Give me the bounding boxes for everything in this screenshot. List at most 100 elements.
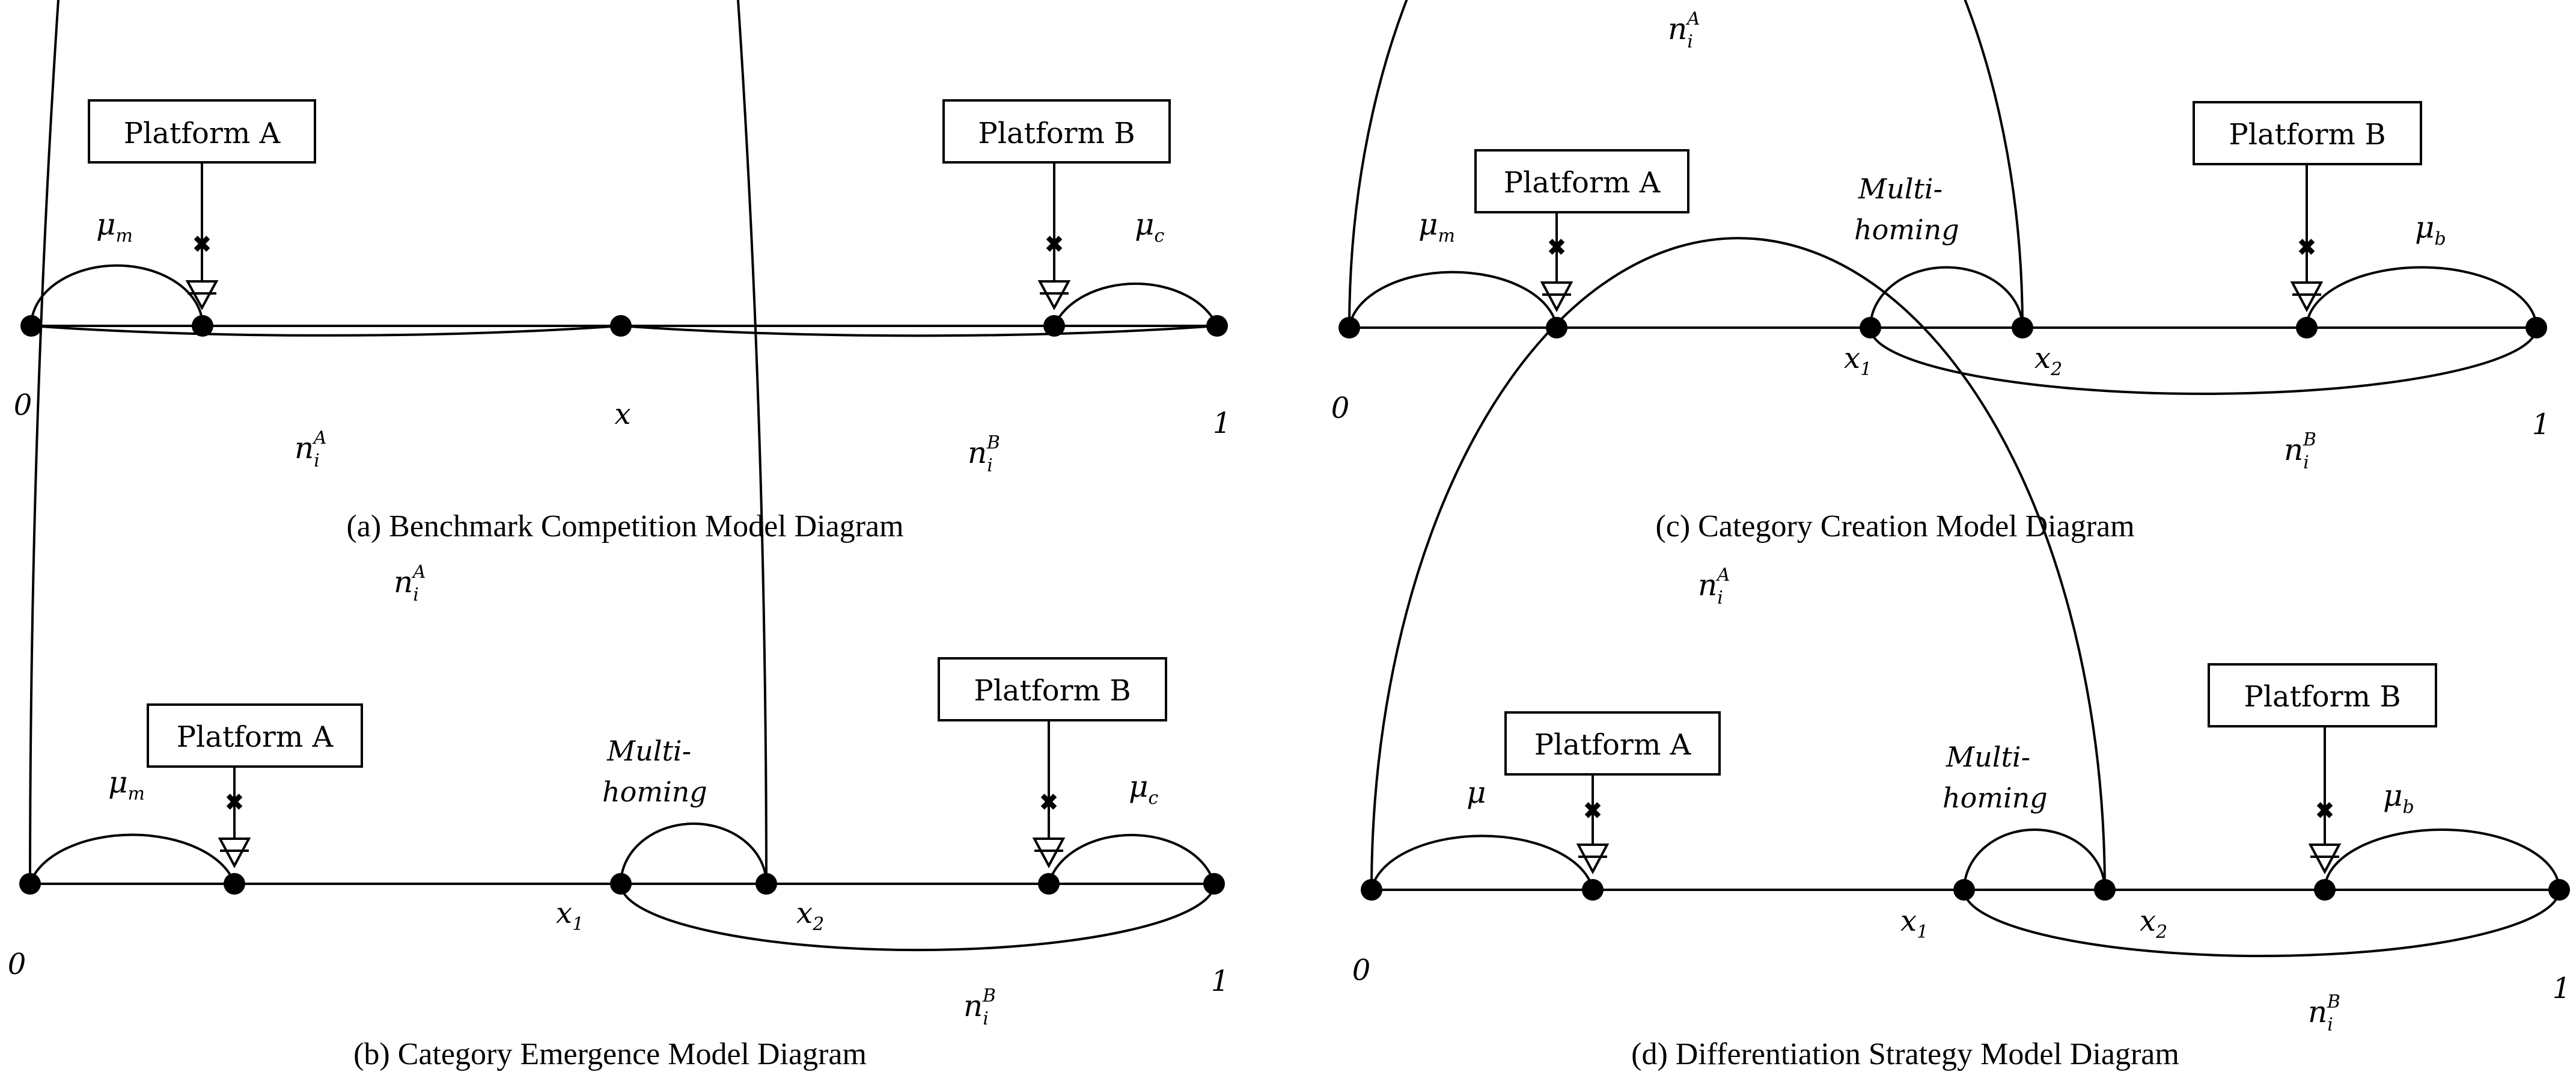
platform-a-label: Platform A [124,117,281,150]
platform-a-label: Platform A [177,720,334,754]
panel-d: Platform A ✖ Platform B ✖ 0 1 x1 x2 Mult… [1352,236,2571,1071]
mu-left-arc [30,264,204,326]
label-one: 1 [1213,406,1232,440]
mu-c-label: μc [1129,769,1159,809]
multihoming-label-line1: Multi- [1946,741,2030,773]
n-i-a-label: niA [1668,8,1700,52]
panel-c: Platform A ✖ Platform B ✖ 0 1 x1 x2 Mult… [1331,0,2551,544]
triangle-marker-icon [2308,844,2342,875]
point-x [610,315,632,337]
point-platform-b [2314,879,2336,901]
n-i-b-label: niB [2308,991,2340,1035]
n-i-b-label: niB [2284,429,2316,473]
point-platform-b [1043,315,1065,337]
n-a-big-arc [1348,0,2024,328]
label-x2: x2 [796,896,824,935]
platform-b-box [2208,663,2437,727]
point-1 [2548,879,2570,901]
point-0 [19,873,41,895]
label-zero: 0 [1352,954,1371,987]
label-one: 1 [2532,408,2551,441]
caption-c: (c) Category Creation Model Diagram [1655,509,2134,544]
platform-a-label: Platform A [1534,728,1692,762]
n-a-arc [31,325,621,337]
multihoming-label-line2: homing [602,776,707,808]
platform-b-label: Platform B [2229,118,2385,152]
label-x1: x1 [1900,904,1928,943]
mu-c-label: μc [1135,207,1165,247]
point-platform-a [1582,879,1604,901]
caption-a: (a) Benchmark Competition Model Diagram [346,509,903,544]
n-b-arc [620,325,1218,337]
cross-mark-icon: ✖ [1546,234,1567,262]
platform-b-label: Platform B [2244,680,2401,714]
cross-mark-icon: ✖ [192,231,212,259]
triangle-marker-icon [2290,281,2324,313]
platform-b-box [942,99,1171,164]
label-x2: x2 [2140,904,2167,943]
multihoming-label-line2: homing [1854,213,1959,246]
platform-b-box [2193,101,2422,165]
label-one: 1 [1211,964,1230,998]
point-0 [1361,879,1382,901]
cross-mark-icon: ✖ [224,789,245,816]
multihoming-arc [1963,828,2106,890]
label-zero: 0 [8,948,26,981]
multihoming-arc [1869,266,2024,328]
platform-b-box [938,657,1167,721]
cross-mark-icon: ✖ [1039,789,1059,816]
mu-label: μ [1467,775,1486,810]
n-i-a-label: niA [394,562,426,605]
cross-mark-icon: ✖ [1044,231,1064,259]
cross-mark-icon: ✖ [2315,797,2335,825]
n-a-big-arc [1370,236,2106,890]
label-zero: 0 [14,388,32,422]
point-platform-a [1546,317,1567,338]
mu-right-arc [2306,266,2538,328]
label-x2: x2 [2034,341,2062,380]
triangle-marker-icon [1540,281,1573,313]
platform-a-box [1504,711,1721,776]
point-0 [1338,317,1360,338]
platform-a-label: Platform A [1504,166,1661,200]
panel-b: Platform A ✖ Platform B ✖ 0 1 x1 x2 Mult… [8,0,1230,1071]
panel-a: Platform A ✖ Platform B ✖ 0 1 x μm μc ni… [14,99,1232,544]
n-b-arc [1869,327,2538,395]
caption-d: (d) Differentiation Strategy Model Diagr… [1631,1037,2179,1071]
mu-right-arc [1053,282,1218,326]
mu-m-label: μm [1418,207,1455,247]
triangle-marker-icon [218,838,251,869]
multihoming-label-line1: Multi- [606,735,691,767]
point-x1 [1953,879,1975,901]
mu-right-arc [2324,828,2560,890]
mu-m-label: μm [96,207,133,247]
platform-a-box [147,703,363,768]
cross-mark-icon: ✖ [2297,234,2317,262]
n-b-arc [620,883,1215,952]
n-i-a-label: niA [1698,565,1730,608]
mu-left-arc [1370,834,1594,890]
point-x2 [755,873,777,895]
point-platform-a [224,873,245,895]
label-x1: x1 [1844,341,1872,380]
n-i-a-label: niA [295,427,326,471]
caption-b: (b) Category Emergence Model Diagram [353,1037,867,1071]
point-x1 [610,873,632,895]
point-1 [2526,317,2547,338]
mu-left-arc [29,833,236,884]
platform-a-box [1474,149,1689,213]
label-one: 1 [2553,972,2571,1005]
triangle-marker-icon [1032,838,1066,869]
mu-b-label: μb [2415,210,2446,250]
cross-mark-icon: ✖ [1583,797,1603,825]
label-x: x [614,397,630,431]
multihoming-arc [620,822,768,884]
point-x2 [2012,317,2033,338]
mu-m-label: μm [108,765,145,804]
multihoming-label-line2: homing [1943,782,2048,814]
mu-right-arc [1048,833,1215,884]
point-platform-a [192,315,213,337]
point-x1 [1860,317,1881,338]
point-0 [20,315,42,337]
